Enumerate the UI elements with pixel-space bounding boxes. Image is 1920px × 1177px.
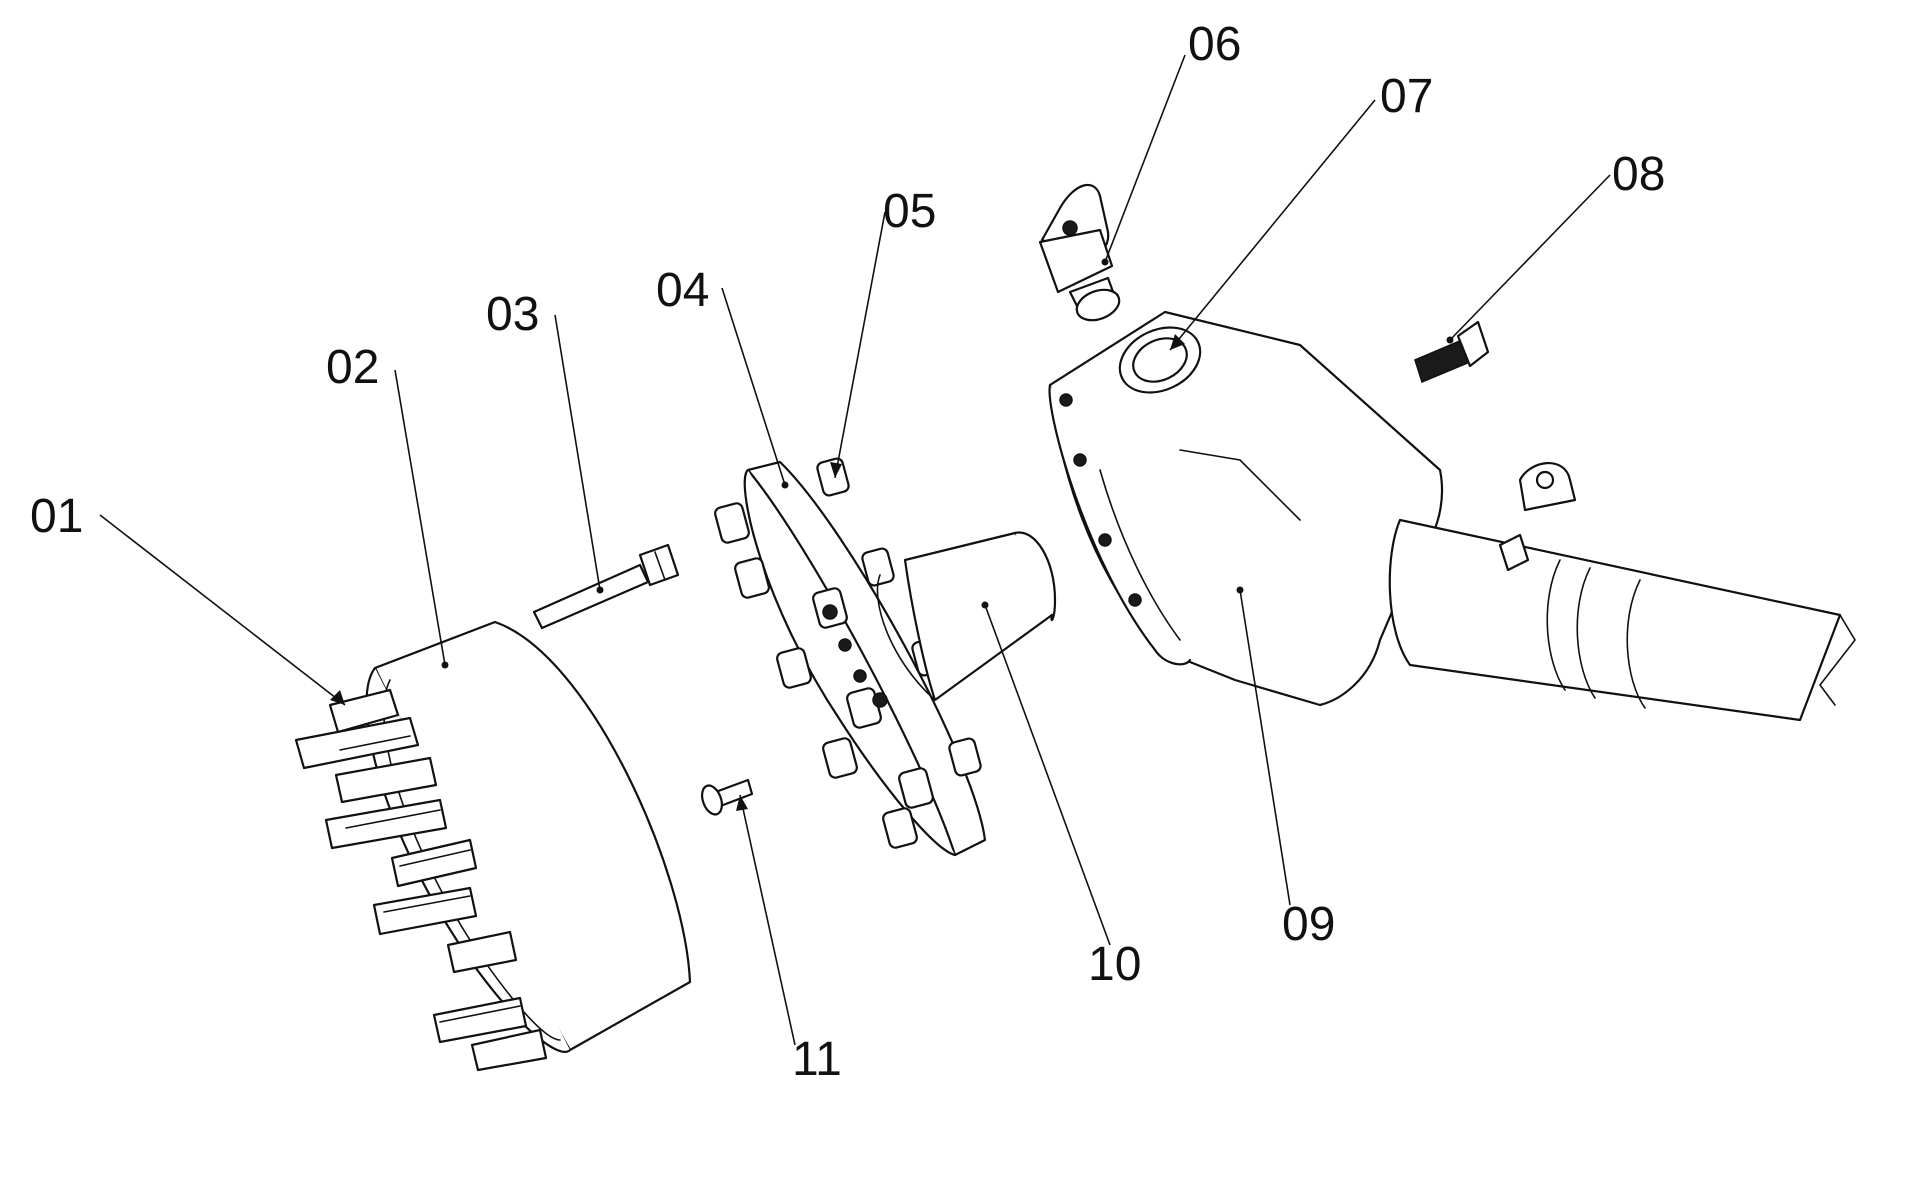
part-01-tool-holders [294,688,548,1072]
callout-labels: 01 02 03 04 05 06 07 08 09 10 11 [30,18,1665,1086]
part-10-taper-shank [876,531,1057,702]
callout-08: 08 [1612,148,1665,201]
callout-06: 06 [1188,18,1241,71]
part-09-tube [1388,462,1856,722]
part-11-screw [700,778,754,816]
callout-04: 04 [656,264,709,317]
part-06-fitting [1038,183,1121,322]
callout-09: 09 [1282,898,1335,951]
leader-lines [99,54,1611,1046]
callout-05: 05 [883,185,936,238]
callout-02: 02 [326,341,379,394]
callout-07: 07 [1380,70,1433,123]
callout-01: 01 [30,490,83,543]
part-03-bolt [532,543,680,630]
part-08-cap-screw [1414,320,1490,384]
callout-10: 10 [1088,938,1141,991]
part-04-flange [714,457,987,857]
part-02-ring [365,620,692,1053]
part-09-housing [1048,310,1443,707]
callout-11: 11 [792,1033,842,1086]
callout-03: 03 [486,288,539,341]
